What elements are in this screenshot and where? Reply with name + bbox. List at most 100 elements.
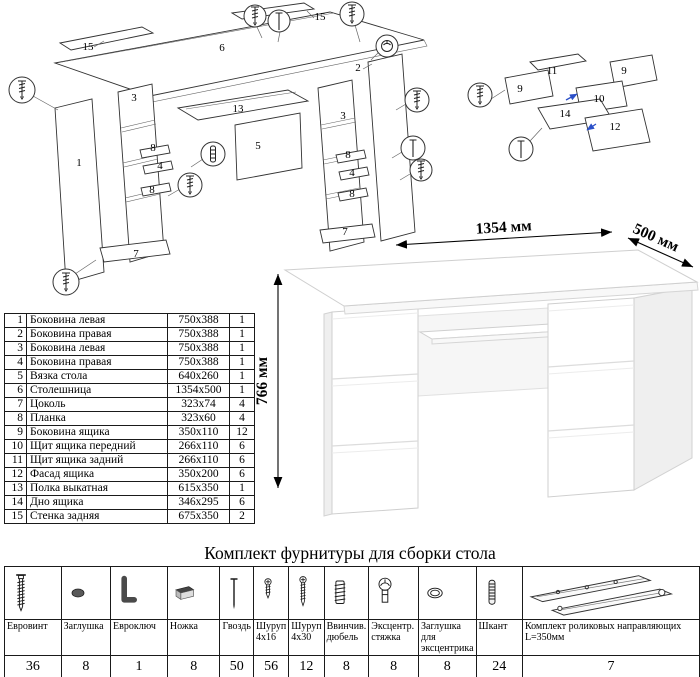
part-qty: 4 [229, 411, 255, 426]
part-number-label: 9 [517, 83, 523, 95]
part-number-label: 1 [76, 157, 82, 169]
part-number-label: 10 [594, 93, 606, 105]
hardware-name: Шуруп 4x30 [288, 619, 325, 656]
callout-confirmat-icon [177, 172, 203, 198]
desk-exploded-view: 15 6 15 13 3 1 8 4 8 7 2 5 3 8 4 8 7 [8, 1, 433, 296]
part-name: Вязка стола [26, 369, 168, 384]
part-size: 1354x500 [167, 383, 230, 398]
hardware-qty-row: 36 8 1 8 50 56 12 8 8 8 24 7 [4, 655, 700, 677]
hardware-qty: 50 [219, 655, 254, 677]
callout-confirmat-icon [404, 87, 430, 113]
hardware-name: Шуруп 4x16 [252, 619, 290, 656]
desk-right-pedestal-front [547, 297, 635, 498]
part-size: 615x350 [167, 481, 230, 496]
part-size: 640x260 [167, 369, 230, 384]
part-number-label: 7 [133, 248, 139, 260]
part-name: Полка выкатная [26, 481, 168, 496]
hardware-name: Заглушка [60, 619, 112, 656]
callout-dowel-icon [200, 141, 226, 167]
part-number-label: 3 [340, 110, 346, 122]
part-size: 323x74 [167, 397, 230, 412]
part-num: 14 [4, 495, 27, 510]
hardware-qty: 8 [368, 655, 420, 677]
part-number-label: 8 [150, 142, 156, 154]
part-number-label: 3 [131, 92, 137, 104]
part-name: Столешница [26, 383, 168, 398]
hardware-name: Ввинчив. дюбель [323, 619, 370, 656]
part-number-label: 8 [345, 149, 351, 161]
part-qty: 4 [229, 397, 255, 412]
hardware-name: Комплект роликовых направляющих L=350мм [521, 619, 700, 656]
part-number-label: 7 [342, 226, 348, 238]
part-qty: 6 [229, 467, 255, 482]
part-size: 350x110 [167, 425, 230, 440]
part-size: 750x388 [167, 313, 230, 328]
hardware-kit-table: Евровинт Заглушка Евроключ Ножка Гвоздь … [4, 566, 700, 677]
part-number-label: 15 [315, 11, 327, 23]
cross-panel-5 [234, 112, 303, 181]
callout-confirmat-icon [339, 1, 365, 27]
part-num: 1 [4, 313, 27, 328]
plank-panel [139, 144, 171, 159]
eccentric-cam-icon [378, 577, 392, 603]
callout-nail-icon [267, 9, 291, 33]
hardware-name: Шкант [475, 619, 523, 656]
part-number-label: 14 [560, 108, 572, 120]
hardware-name: Заглушка для эксцентрика [418, 619, 477, 656]
part-name: Цоколь [26, 397, 168, 412]
part-number-label: 12 [610, 121, 621, 133]
part-size: 266x110 [167, 439, 230, 454]
part-name: Стенка задняя [26, 509, 168, 524]
furniture-leg-icon [175, 586, 195, 600]
part-num: 7 [4, 397, 27, 412]
exploded-assembly-diagram: 15 6 15 13 3 1 8 4 8 7 2 5 3 8 4 8 7 [8, 1, 658, 296]
nail-icon [230, 578, 238, 610]
drawer-side-panel [609, 54, 658, 89]
hardware-qty: 1 [110, 655, 168, 677]
callout-confirmat-icon [52, 268, 80, 296]
part-num: 5 [4, 369, 27, 384]
callout-confirmat-icon [243, 4, 267, 28]
desk-left-pedestal-front [331, 305, 419, 515]
desk-render: 1354 мм 500 мм 766 мм [254, 220, 699, 517]
part-num: 12 [4, 467, 27, 482]
part-num: 10 [4, 439, 27, 454]
part-number-label: 5 [255, 140, 261, 152]
part-qty: 6 [229, 495, 255, 510]
keyboard-tray-panel [176, 89, 310, 121]
hardware-qty: 24 [475, 655, 523, 677]
roller-guides-icon [529, 575, 674, 616]
part-qty: 1 [229, 313, 255, 328]
hardware-name: Эксцентр. стяжка [368, 619, 420, 656]
part-name: Дно ящика [26, 495, 168, 510]
dimension-width-label: 1354 мм [475, 220, 532, 238]
dimension-height-label: 766 мм [254, 356, 271, 405]
part-size: 675x350 [167, 509, 230, 524]
hardware-qty: 36 [4, 655, 62, 677]
part-size: 750x388 [167, 355, 230, 370]
callout-nail-icon [400, 135, 426, 161]
part-num: 3 [4, 341, 27, 356]
hardware-name: Ножка [166, 619, 221, 656]
part-size: 750x388 [167, 341, 230, 356]
back-panel-left [58, 26, 155, 51]
wooden-dowel-icon [488, 579, 495, 605]
callout-confirmat-icon [467, 82, 493, 108]
desk-middle-back-panel [417, 307, 549, 397]
part-qty: 1 [229, 481, 255, 496]
confirmat-screw-icon [16, 574, 26, 612]
part-size: 346x295 [167, 495, 230, 510]
part-num: 6 [4, 383, 27, 398]
part-qty: 1 [229, 383, 255, 398]
part-number-label: 4 [157, 160, 163, 172]
part-number-label: 6 [219, 42, 225, 54]
part-qty: 1 [229, 341, 255, 356]
part-name: Боковина левая [26, 313, 168, 328]
